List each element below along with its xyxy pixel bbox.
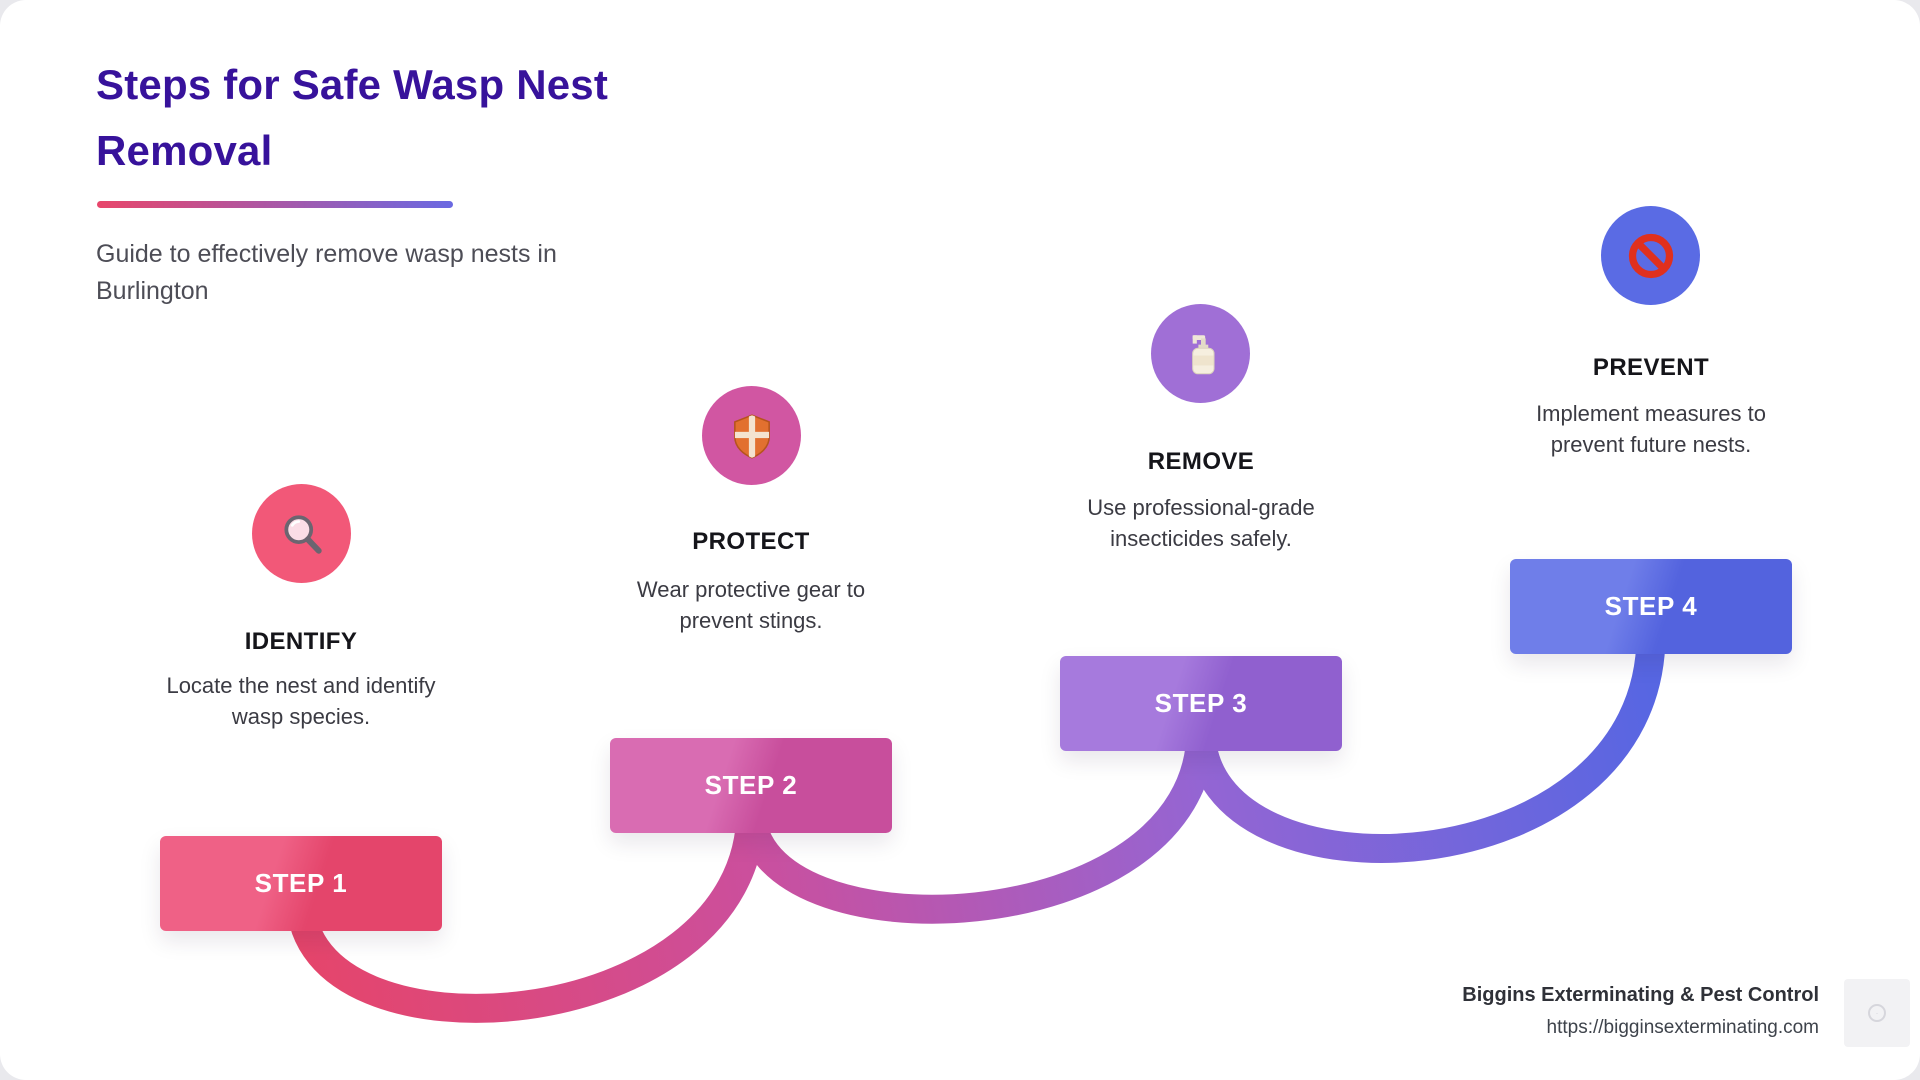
page-subtitle: Guide to effectively remove wasp nests i…	[96, 240, 557, 305]
step3-description: Use professional-grade insecticides safe…	[1087, 495, 1315, 551]
magnifier-icon	[283, 514, 322, 554]
step2-description: Wear protective gear to prevent stings.	[636, 577, 866, 633]
step2-title: PROTECT	[692, 528, 810, 555]
step2-box: STEP 2	[610, 738, 892, 833]
step3-box: STEP 3	[1060, 656, 1342, 751]
step4-title: PREVENT	[1592, 354, 1710, 381]
logo-placeholder: ·	[1844, 979, 1910, 1047]
step3-icon-circle	[1151, 304, 1250, 403]
step1-icon-circle	[252, 484, 351, 583]
no-entry-icon	[1628, 233, 1673, 278]
shield-icon	[733, 413, 770, 459]
page-title: Steps for Safe Wasp Nest Removal	[96, 61, 609, 174]
step1-title: IDENTIFY	[244, 628, 358, 655]
logo-watermark-icon: ·	[1868, 1004, 1886, 1022]
step4-description: Implement measures to prevent future nes…	[1536, 401, 1766, 457]
connector-curve-1	[286, 809, 766, 1023]
website-url[interactable]: https://bigginsexterminating.com	[1546, 1017, 1819, 1038]
step2-icon-circle	[702, 386, 801, 485]
step1-box-label: STEP 1	[254, 868, 348, 898]
step4-box-label: STEP 4	[1604, 591, 1698, 621]
lotion-bottle-icon	[1191, 334, 1215, 374]
step3-box-label: STEP 3	[1154, 688, 1248, 718]
connector-curve-3	[1186, 634, 1666, 863]
accent-underline	[97, 201, 453, 208]
company-name: Biggins Exterminating & Pest Control	[1462, 984, 1819, 1006]
connector-curve-2	[736, 729, 1216, 924]
step2-box-label: STEP 2	[704, 770, 798, 800]
step4-box: STEP 4	[1510, 559, 1792, 654]
step3-title: REMOVE	[1147, 448, 1255, 475]
step1-description: Locate the nest and identify wasp specie…	[166, 673, 436, 729]
step4-icon-circle	[1601, 206, 1700, 305]
step1-box: STEP 1	[160, 836, 442, 931]
